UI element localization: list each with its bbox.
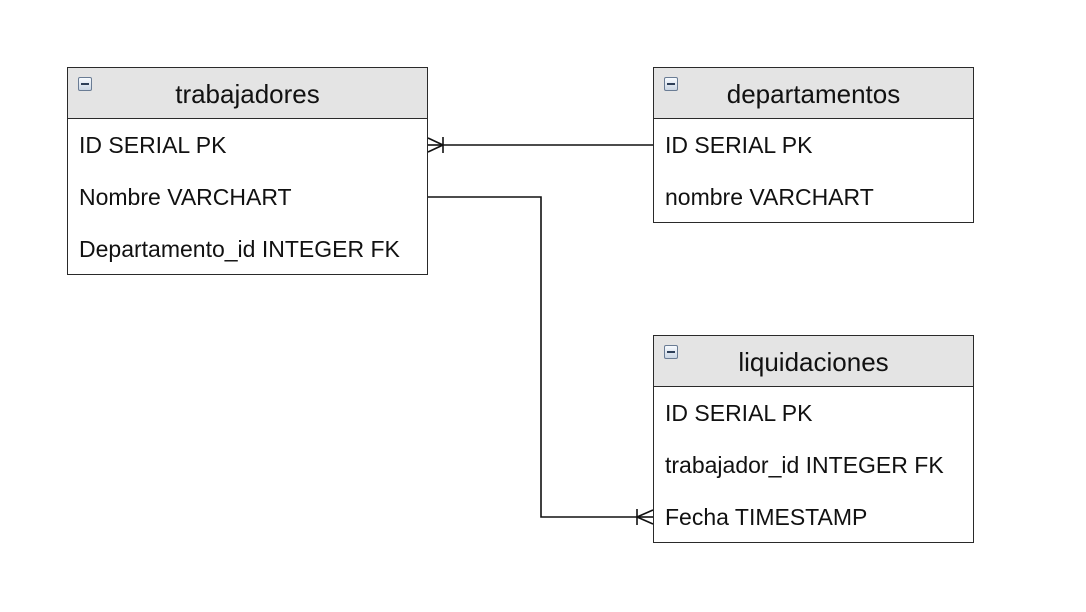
- entity-header[interactable]: departamentos: [654, 68, 973, 119]
- entity-fields: ID SERIAL PK nombre VARCHART: [654, 119, 973, 223]
- entity-departamentos[interactable]: departamentos ID SERIAL PK nombre VARCHA…: [653, 67, 974, 223]
- entity-liquidaciones[interactable]: liquidaciones ID SERIAL PK trabajador_id…: [653, 335, 974, 543]
- field-row[interactable]: nombre VARCHART: [665, 184, 874, 210]
- relationship-trabajadores-liquidaciones[interactable]: [428, 196, 654, 525]
- field-row[interactable]: ID SERIAL PK: [665, 132, 813, 158]
- entity-title: departamentos: [726, 79, 901, 109]
- relationship-departamentos-trabajadores[interactable]: [427, 137, 653, 153]
- entity-title: liquidaciones: [738, 347, 889, 377]
- entity-fields: ID SERIAL PK trabajador_id INTEGER FK Fe…: [654, 387, 973, 543]
- field-row[interactable]: Departamento_id INTEGER FK: [79, 236, 400, 262]
- collapse-minus-icon[interactable]: [664, 345, 678, 359]
- field-row[interactable]: Fecha TIMESTAMP: [665, 504, 868, 530]
- entity-title: trabajadores: [175, 79, 320, 109]
- entity-header[interactable]: liquidaciones: [654, 336, 973, 387]
- crows-foot-many-icon: [427, 137, 444, 153]
- entity-header[interactable]: trabajadores: [68, 68, 427, 119]
- field-row[interactable]: trabajador_id INTEGER FK: [665, 452, 944, 478]
- entity-trabajadores[interactable]: trabajadores ID SERIAL PK Nombre VARCHAR…: [67, 67, 428, 275]
- collapse-minus-icon[interactable]: [664, 77, 678, 91]
- crows-foot-many-icon: [636, 509, 654, 525]
- collapse-minus-icon[interactable]: [78, 77, 92, 91]
- entity-fields: ID SERIAL PK Nombre VARCHART Departament…: [68, 119, 427, 275]
- field-row[interactable]: Nombre VARCHART: [79, 184, 292, 210]
- field-row[interactable]: ID SERIAL PK: [79, 132, 227, 158]
- connector-line: [428, 196, 637, 518]
- field-row[interactable]: ID SERIAL PK: [665, 400, 813, 426]
